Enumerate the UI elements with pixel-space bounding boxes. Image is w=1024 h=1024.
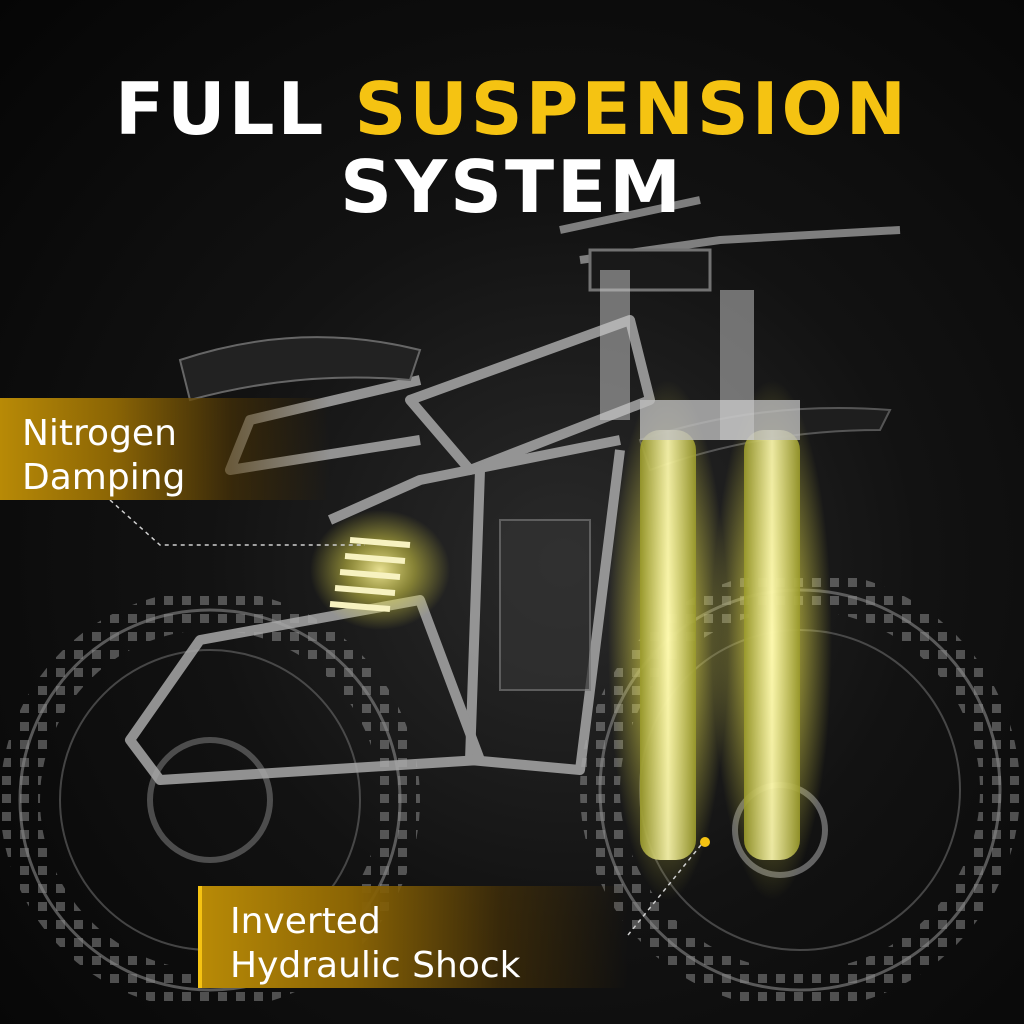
hydraulic-shock-callout: Inverted Hydraulic Shock <box>198 886 628 988</box>
headline-white-word: FULL <box>115 67 327 151</box>
nitrogen-callout-line-2: Damping <box>22 457 186 498</box>
nitrogen-callout-line-1: Nitrogen <box>22 413 177 454</box>
rear-shock <box>310 510 450 630</box>
headline: FULL SUSPENSION SYSTEM <box>0 70 1024 226</box>
headline-line-1: FULL SUSPENSION <box>0 70 1024 148</box>
rear-wheel <box>0 590 420 1010</box>
seat <box>178 336 422 402</box>
headline-line-2: SYSTEM <box>340 145 684 229</box>
hydraulic-marker <box>700 837 710 847</box>
front-fork <box>600 270 832 900</box>
headline-accent-word: SUSPENSION <box>354 67 909 151</box>
hydraulic-callout-line-2: Hydraulic Shock <box>230 945 521 986</box>
hydraulic-callout-line-1: Inverted <box>230 901 381 942</box>
battery-pack <box>499 519 591 691</box>
nitrogen-damping-callout: Nitrogen Damping <box>0 398 330 500</box>
leader-lines <box>109 499 706 936</box>
